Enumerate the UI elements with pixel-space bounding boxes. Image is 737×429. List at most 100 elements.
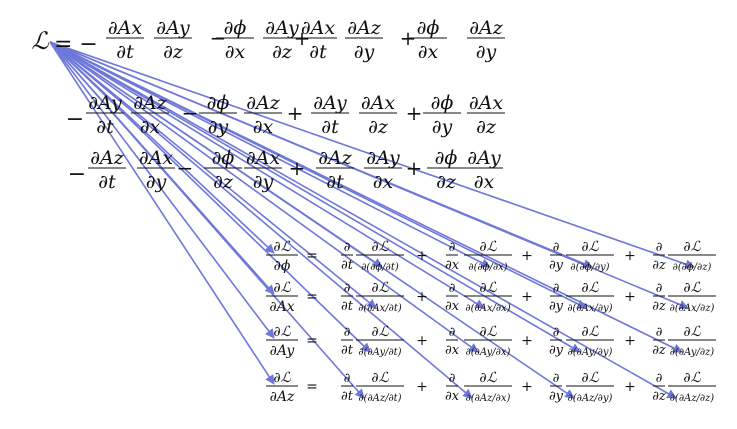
- arrow-5: [49, 41, 377, 309]
- el-row-4-term-t-derivative-denominator: ∂t: [341, 389, 354, 404]
- el-row-3-term-z-derivative-numerator: ∂: [656, 325, 663, 340]
- el-row-1-term-z-inner: ∂(∂ϕ/∂z): [673, 262, 712, 273]
- el-row-2-term-z-derivative-denominator: ∂z: [652, 299, 666, 314]
- el-row-4-term-z-derivative-denominator: ∂z: [652, 389, 666, 404]
- el-row-4-term-z-derivative-numerator: ∂: [656, 371, 663, 386]
- lagrangian-row1-term-4-factor-2-denominator: ∂y: [476, 41, 497, 63]
- lagrangian-row2-term-4-factor-1-denominator: ∂y: [432, 116, 453, 138]
- el-row-3-term-t-inner: ∂(∂Ay/∂t): [358, 347, 401, 358]
- el-row-3-term-x-derivative-numerator: ∂: [449, 325, 456, 340]
- el-row-3-term-y-derivative-numerator: ∂: [553, 325, 560, 340]
- el-row-3-term-x-derivative-denominator: ∂x: [445, 343, 460, 358]
- el-row-2-term-t-derivative-numerator: ∂: [344, 281, 351, 296]
- lagrangian-row3-term-1-operator: −: [177, 156, 194, 180]
- el-row-2-term-t-inner: ∂(∂Ax/∂t): [358, 303, 402, 314]
- lagrangian-row1-term-3-operator: +: [400, 26, 417, 50]
- arrow-lhs-1: [49, 41, 275, 254]
- el-row-3-term-z-dL: ∂ℒ: [683, 324, 701, 340]
- arrow-8: [49, 41, 689, 310]
- lagrangian-row2-term-3-factor-2-numerator: ∂Ax: [361, 92, 396, 114]
- el-row-2-equals: =: [306, 289, 318, 305]
- lagrangian-row2-term-2-factor-1-numerator: ∂ϕ: [207, 92, 230, 114]
- arrow-lhs-4: [49, 41, 275, 385]
- lagrangian-row3: −∂Az∂t∂Ax∂y−∂ϕ∂z∂Ax∂y+∂Az∂t∂Ay∂x+∂ϕ∂z∂Ay…: [68, 147, 503, 193]
- el-row-2-lhs-numerator: ∂ℒ: [273, 280, 291, 296]
- arrow-15: [49, 41, 575, 399]
- lagrangian-row3-term-2-factor-2-numerator: ∂Ax: [246, 147, 281, 169]
- lagrangian-row3-term-1-factor-1-denominator: ∂t: [98, 171, 116, 193]
- el-row-3-term-z-derivative-denominator: ∂z: [652, 343, 666, 358]
- el-row-3-term-x-inner: ∂(∂Ay/∂x): [466, 347, 511, 358]
- lagrangian-row3-term-1-factor-1-numerator: ∂Az: [90, 147, 125, 169]
- lagrangian-row2-term-1-factor-2-denominator: ∂x: [140, 116, 161, 138]
- el-row-3-plus-2: +: [521, 333, 533, 349]
- el-row-4-term-x-inner: ∂(∂Az/∂x): [466, 393, 511, 404]
- lagrangian-row2-term-3-factor-2-denominator: ∂z: [368, 116, 389, 138]
- lagrangian-row3-term-4-factor-1-denominator: ∂z: [436, 171, 457, 193]
- lagrangian-row3-term-3-factor-1-numerator: ∂Az: [318, 147, 353, 169]
- el-row-4-plus-1: +: [416, 379, 428, 395]
- el-row-4-term-y-dL: ∂ℒ: [581, 370, 599, 386]
- euler-lagrange-row-1: ∂ℒ∂ϕ=∂∂t∂ℒ∂(∂ϕ/∂t)+∂∂x∂ℒ∂(∂ϕ/∂x)+∂∂y∂ℒ∂(…: [266, 239, 716, 274]
- el-row-4-term-t-inner: ∂(∂Az/∂t): [358, 393, 401, 404]
- el-row-2-term-y-derivative-numerator: ∂: [553, 281, 560, 296]
- el-row-3-term-t-derivative-numerator: ∂: [344, 325, 351, 340]
- el-row-1-term-t-dL: ∂ℒ: [371, 239, 389, 255]
- arrow-14: [49, 41, 473, 399]
- el-row-2-term-x-derivative-numerator: ∂: [449, 281, 456, 296]
- el-row-3-term-y-dL: ∂ℒ: [581, 324, 599, 340]
- lagrangian-row1-term-3-factor-1-numerator: ∂Ax: [301, 17, 336, 39]
- arrow-6: [49, 41, 485, 309]
- el-row-3-lhs-denominator: ∂Ay: [270, 343, 296, 359]
- el-row-1-term-y-inner: ∂(∂ϕ/∂y): [570, 262, 609, 273]
- el-row-3-term-y-derivative-denominator: ∂y: [549, 343, 564, 358]
- lagrangian-row1-term-4-factor-1-denominator: ∂x: [418, 41, 439, 63]
- lagrangian-row3-term-4-factor-2-denominator: ∂x: [474, 171, 495, 193]
- el-row-1-lhs-denominator: ∂ϕ: [274, 258, 291, 274]
- el-row-2-term-t-dL: ∂ℒ: [371, 280, 389, 296]
- el-row-1-term-t-derivative-numerator: ∂: [344, 240, 351, 255]
- lagrangian-row2-term-1-operator: −: [182, 101, 199, 125]
- lagrangian-row1-term-2-factor-1-denominator: ∂x: [225, 41, 246, 63]
- lagrangian-row2-term-1-factor-1-denominator: ∂t: [96, 116, 114, 138]
- el-row-4-term-z-dL: ∂ℒ: [683, 370, 701, 386]
- el-row-3-equals: =: [306, 333, 318, 349]
- el-row-2-term-y-dL: ∂ℒ: [581, 280, 599, 296]
- el-row-2-lhs-denominator: ∂Ax: [269, 299, 294, 315]
- el-row-2-plus-3: +: [624, 289, 636, 305]
- el-row-1-equals: =: [306, 248, 318, 264]
- lagrangian-row3-term-3-factor-2-numerator: ∂Ay: [366, 147, 400, 169]
- el-row-3-lhs-numerator: ∂ℒ: [273, 324, 291, 340]
- el-row-3-term-z-inner: ∂(∂Ay/∂z): [670, 347, 715, 358]
- el-row-1-plus-2: +: [521, 248, 533, 264]
- el-row-3-plus-1: +: [416, 333, 428, 349]
- lagrangian-row2-term-2-operator: +: [287, 101, 304, 125]
- lagrangian-row1-term-4-factor-1-numerator: ∂ϕ: [417, 17, 440, 39]
- el-row-4-term-x-dL: ∂ℒ: [479, 370, 497, 386]
- lagrangian-row1-term-3-factor-1-denominator: ∂t: [309, 41, 327, 63]
- lagrangian-row1-term-2-factor-1-numerator: ∂ϕ: [224, 17, 247, 39]
- arrow-10: [49, 41, 479, 353]
- lagrangian-row2-term-2-factor-2-denominator: ∂x: [253, 116, 274, 138]
- el-row-1-term-y-derivative-numerator: ∂: [553, 240, 560, 255]
- lagrangian-row2-term-3-factor-1-numerator: ∂Ay: [313, 92, 347, 114]
- el-row-2-plus-1: +: [416, 289, 428, 305]
- el-row-3-plus-3: +: [624, 333, 636, 349]
- lagrangian-row1-term-1-factor-2-denominator: ∂z: [163, 41, 184, 63]
- el-row-1-lhs-numerator: ∂ℒ: [273, 239, 291, 255]
- el-row-3-term-t-derivative-denominator: ∂t: [341, 343, 354, 358]
- euler-lagrange-row-3: ∂ℒ ∂Ay = ∂ ∂t ∂ℒ ∂(∂Ay/∂t) + ∂ ∂x ∂ℒ ∂(∂Ay/∂x) + ∂ ∂y ∂…: [266, 324, 716, 359]
- el-row-4-term-t-dL: ∂ℒ: [371, 370, 389, 386]
- el-row-1-plus-3: +: [624, 248, 636, 264]
- el-row-4-term-y-derivative-denominator: ∂y: [549, 389, 564, 404]
- lagrangian-row3-term-2-factor-1-numerator: ∂ϕ: [212, 147, 235, 169]
- el-row-4-equals: =: [306, 379, 318, 395]
- el-row-2-term-z-derivative-numerator: ∂: [656, 281, 663, 296]
- el-row-4-lhs-numerator: ∂ℒ: [273, 370, 291, 386]
- lagrangian-row3-term-3-operator: +: [406, 156, 423, 180]
- el-row-2-term-x-dL: ∂ℒ: [479, 280, 497, 296]
- lagrangian-row2-term-1-factor-1-numerator: ∂Ay: [88, 92, 122, 114]
- el-row-2-term-z-inner: ∂(∂Ax/∂z): [670, 303, 715, 314]
- lagrangian-symbol: ℒ: [31, 27, 49, 55]
- lagrangian-row2-term-2-factor-2-numerator: ∂Az: [246, 92, 281, 114]
